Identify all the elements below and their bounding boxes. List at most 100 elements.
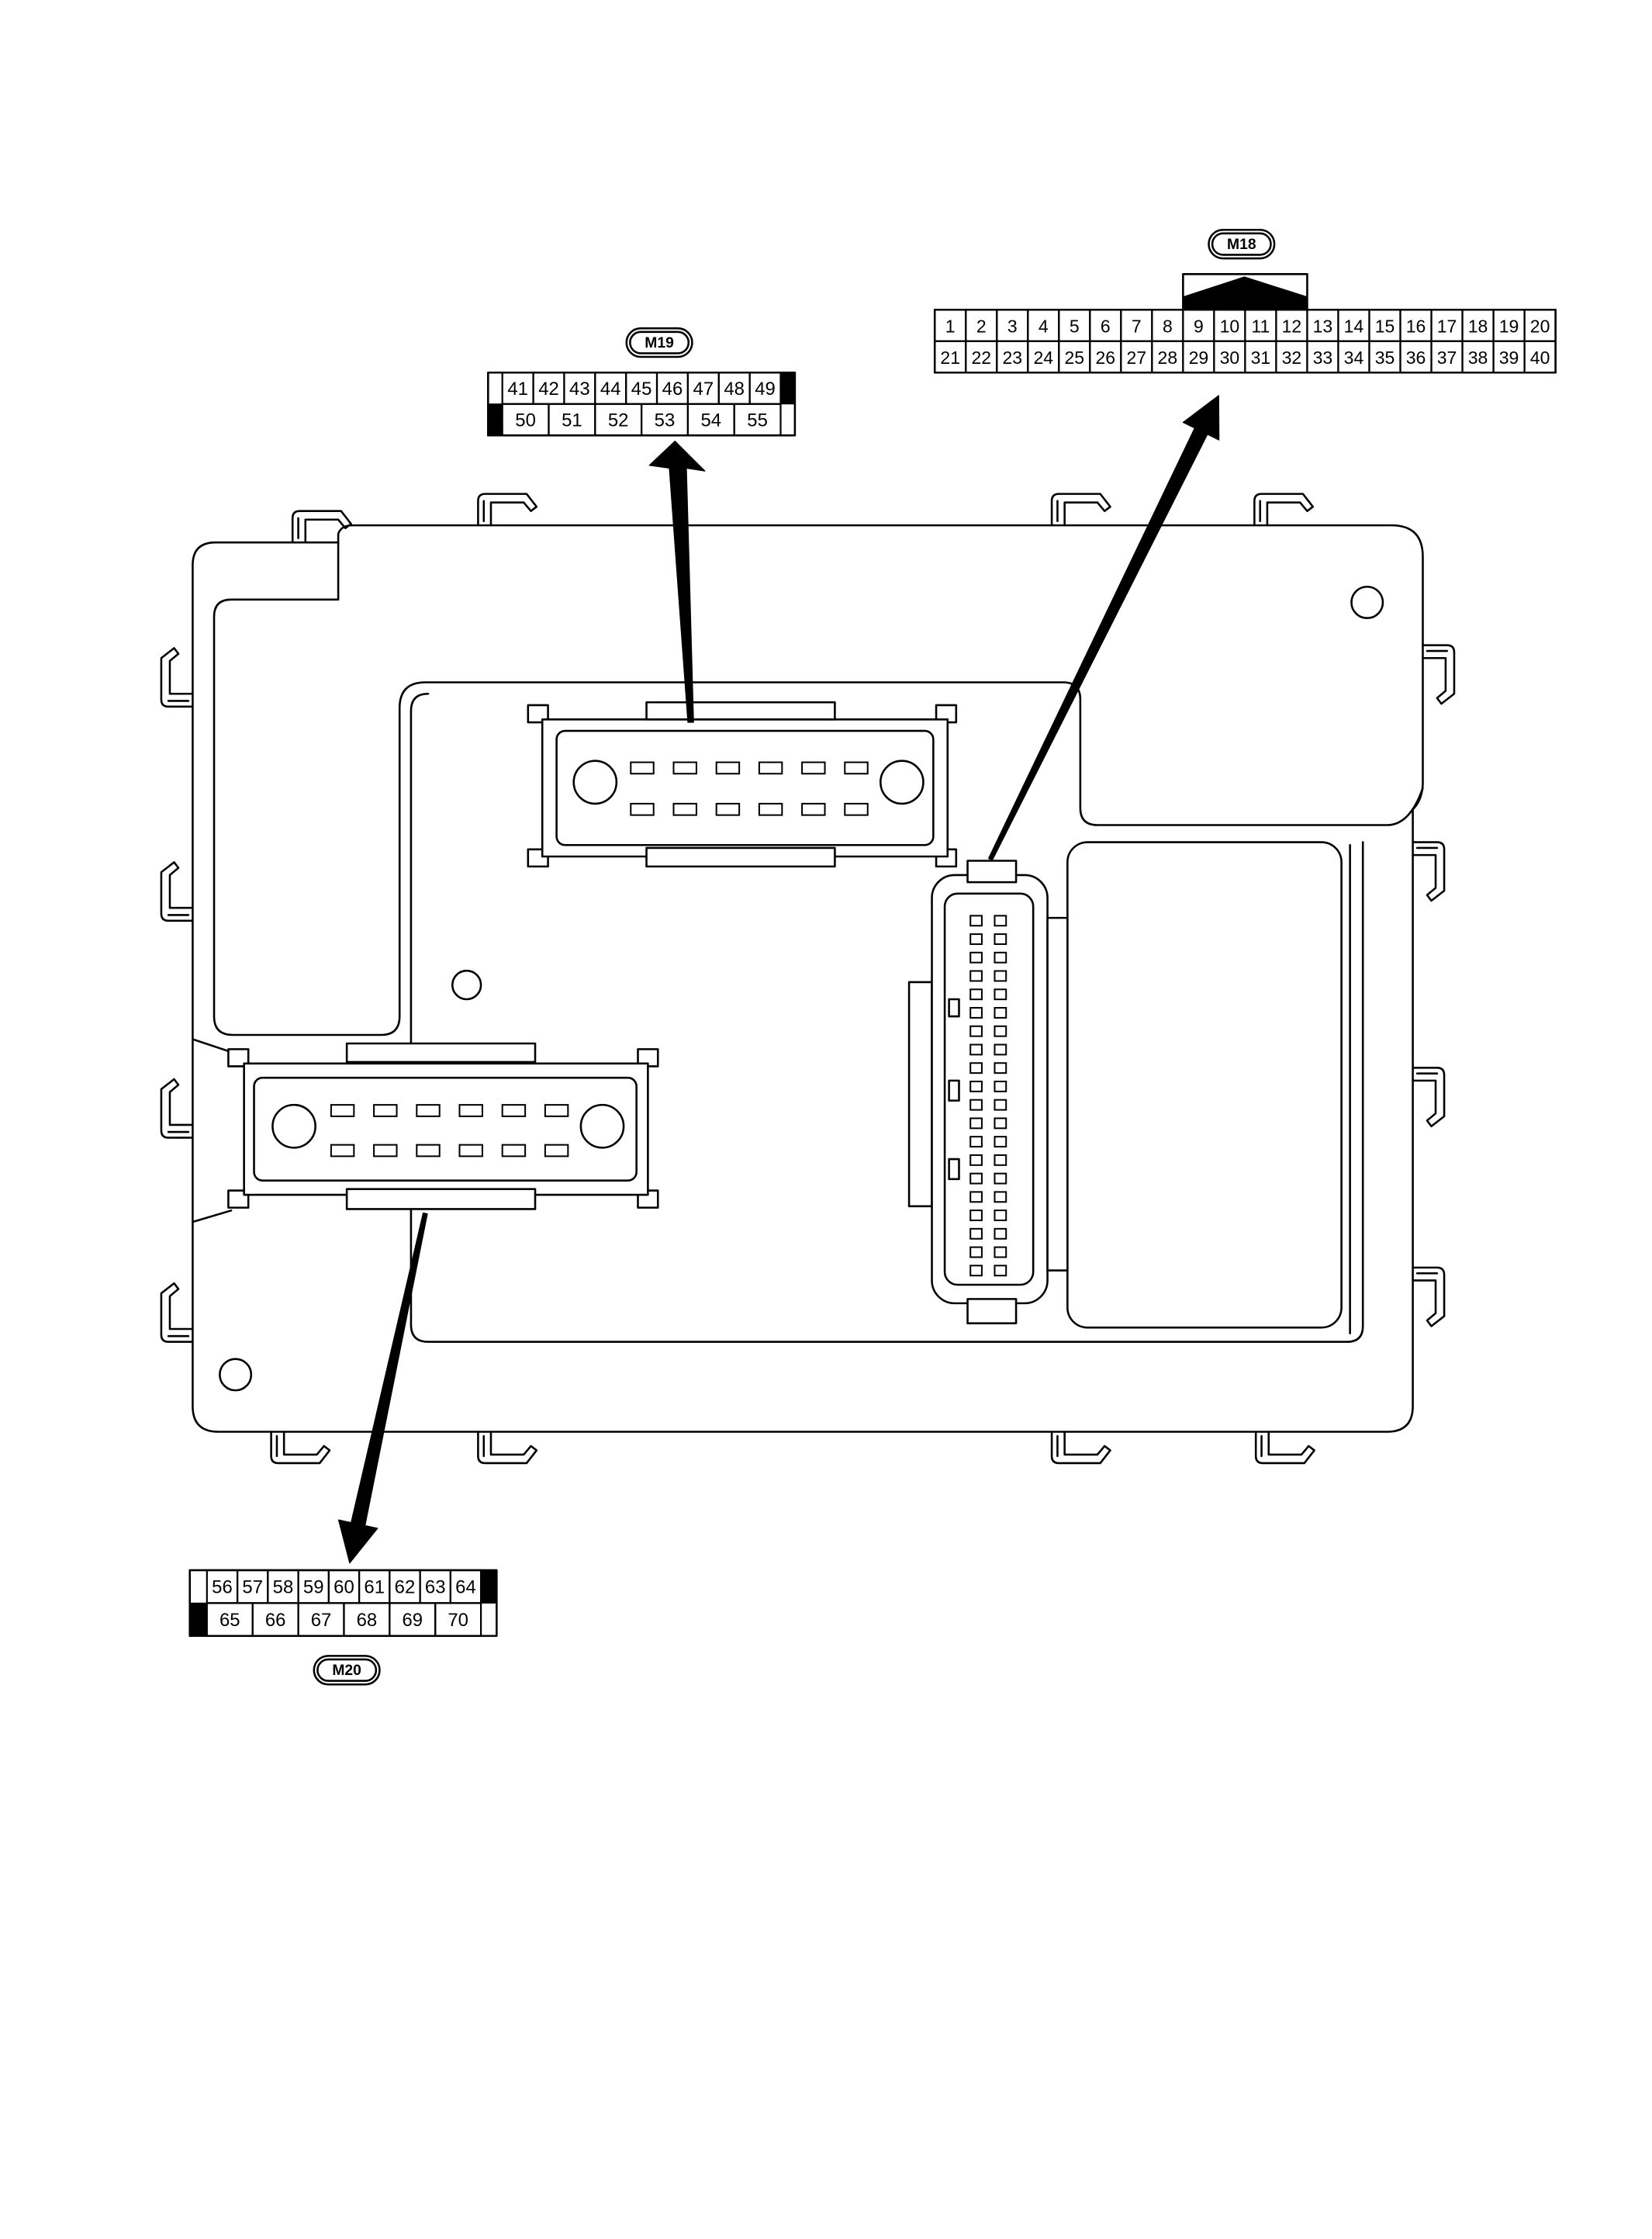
m20-pin-cell	[434, 1602, 482, 1637]
m18-pin-number: 9	[1194, 316, 1204, 336]
m19-connector-tag: M19	[625, 327, 693, 358]
m20-pin-number: 57	[242, 1577, 263, 1598]
m20-pin-number: 68	[357, 1610, 378, 1631]
pin-cavity	[969, 1080, 983, 1092]
m18-tag-label: M18	[1227, 237, 1256, 253]
left-lower-edge	[192, 1038, 233, 1054]
tag-outer-ring	[1208, 228, 1276, 260]
m20-pin-number: 60	[334, 1577, 354, 1598]
m18-pin-number: 36	[1406, 348, 1426, 368]
m18-pin-number: 21	[940, 348, 960, 368]
m18-pin-number: 30	[1220, 348, 1240, 368]
m18-pin-number: 39	[1499, 348, 1519, 368]
m20-housing-connector	[227, 1042, 659, 1210]
m18-pin-number: 29	[1189, 348, 1209, 368]
m18-pin-number: 19	[1499, 316, 1519, 336]
connector-latch-tab	[645, 701, 836, 721]
m18-pin-number: 40	[1530, 348, 1550, 368]
pin-cavity	[630, 802, 655, 816]
pin-cavity	[969, 1025, 983, 1037]
m20-pin-number: 63	[425, 1577, 446, 1598]
pin-cavity	[630, 761, 655, 775]
m18-pin-number: 20	[1530, 316, 1550, 336]
m18-pin-number: 18	[1468, 316, 1488, 336]
pin-cavity	[994, 1191, 1007, 1203]
bottom-clip	[1254, 1431, 1315, 1465]
pin-cavity	[994, 1172, 1007, 1185]
m19-pin-number: 44	[600, 379, 621, 400]
m18-pin-number: 31	[1251, 348, 1271, 368]
m20-pin-number: 56	[212, 1577, 233, 1598]
pin-cavity	[544, 1144, 569, 1158]
m18-pin-number: 35	[1375, 348, 1395, 368]
pin-cavity	[969, 1136, 983, 1148]
pin-cavity	[994, 951, 1007, 964]
m19-pin-number: 47	[693, 379, 714, 400]
m18-pin-number: 6	[1101, 316, 1111, 336]
m20-pin-number: 58	[273, 1577, 294, 1598]
m20-pin-number: 62	[395, 1577, 416, 1598]
m20-key-mark	[189, 1602, 208, 1637]
m20-pin-number: 70	[448, 1610, 468, 1631]
pin-cavity	[994, 1025, 1007, 1037]
m18-lock-indicator	[1182, 272, 1308, 311]
pin-cavity	[969, 988, 983, 1001]
m18-pin-number: 26	[1096, 348, 1116, 368]
m18-pin-number: 28	[1158, 348, 1178, 368]
m18-leader-arrow	[988, 395, 1220, 861]
pin-cavity	[758, 761, 783, 775]
pin-cavity	[994, 933, 1007, 945]
m19-pin-number: 43	[569, 379, 590, 400]
pin-cavity	[801, 802, 826, 816]
m19-pin-number: 52	[608, 410, 629, 431]
pin-cavity	[416, 1144, 441, 1158]
m18-pin-number: 38	[1468, 348, 1488, 368]
m18-pin-cell	[1523, 340, 1557, 374]
connector-latch-tab	[645, 846, 836, 868]
guide-pin-hole	[579, 1103, 625, 1149]
pin-cavity	[994, 1136, 1007, 1148]
m18-pin-number: 16	[1406, 316, 1426, 336]
pin-cavity	[994, 1043, 1007, 1056]
connector-shell	[243, 1062, 649, 1196]
lower-right-panel	[1066, 841, 1343, 1329]
m18-pin-number: 12	[1282, 316, 1302, 336]
pin-cavity	[969, 951, 983, 964]
m19-key-mark	[487, 403, 503, 436]
m18-pin-number: 1	[945, 316, 956, 336]
pin-cavity	[994, 970, 1007, 982]
m19-pin-number: 53	[655, 410, 676, 431]
pin-cavity	[969, 1265, 983, 1277]
m19-pin-number: 49	[755, 379, 776, 400]
pin-cavity	[969, 1246, 983, 1258]
pin-cavity	[994, 988, 1007, 1001]
tag-inner-ring	[629, 330, 690, 355]
m20-leader-arrow	[337, 1212, 428, 1564]
pin-cavity	[969, 970, 983, 982]
connector-corner-post	[227, 1048, 250, 1068]
bottom-clip	[270, 1431, 331, 1465]
control-module-housing	[192, 524, 1424, 1433]
m20-pin-number: 67	[311, 1610, 332, 1631]
pin-cavity	[994, 1080, 1007, 1092]
m18-pin-number: 22	[971, 348, 991, 368]
connector-latch-tab	[345, 1042, 537, 1064]
m18-connector-tag: M18	[1208, 228, 1276, 260]
pin-cavity	[994, 1117, 1007, 1130]
connector-key-notch	[948, 1079, 960, 1102]
central-area-lip	[410, 692, 1364, 1343]
pin-cavity	[715, 761, 741, 775]
tag-inner-ring	[1211, 232, 1272, 256]
pin-cavity	[994, 1209, 1007, 1222]
pin-cavity	[994, 1246, 1007, 1258]
right-clip	[1412, 1067, 1446, 1128]
m20-tag-label: M20	[332, 1663, 361, 1679]
m18-pin-number: 32	[1282, 348, 1302, 368]
connector-shell	[541, 718, 949, 858]
m20-pin-number: 64	[455, 1577, 476, 1598]
connector-lock-bar	[1046, 916, 1069, 1272]
left-clip	[160, 1078, 194, 1139]
